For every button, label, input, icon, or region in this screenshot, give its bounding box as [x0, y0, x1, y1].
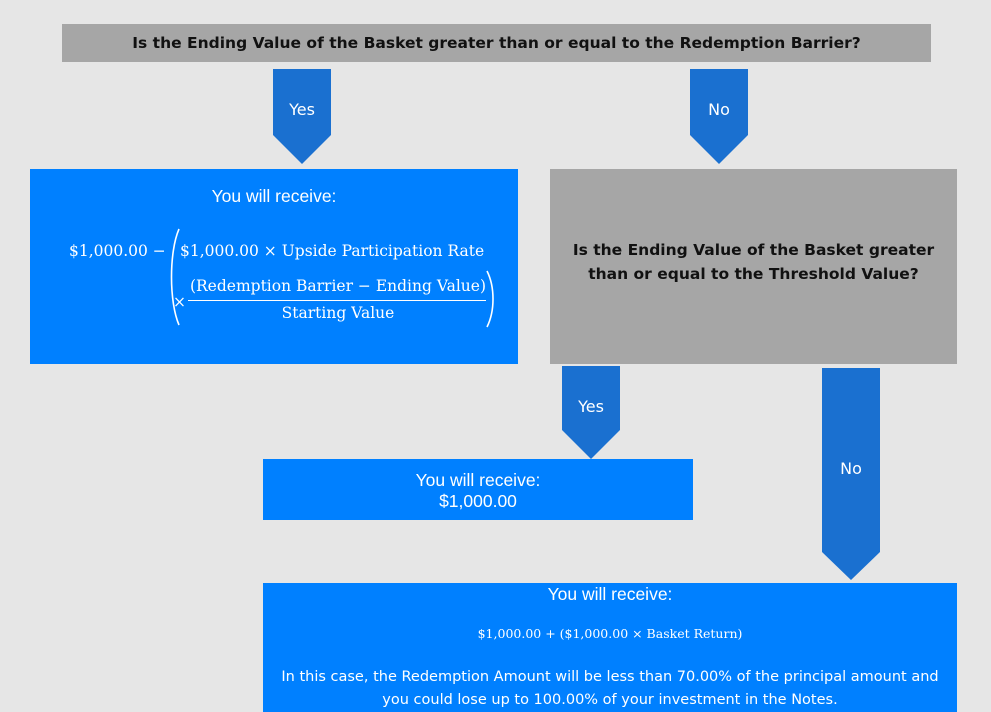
- down-arrow-icon: [822, 368, 880, 580]
- no-label-1: No: [708, 100, 730, 119]
- fraction-denominator: Starting Value: [281, 304, 395, 322]
- fraction-numerator: (Redemption Barrier − Ending Value): [189, 277, 487, 295]
- outcome-title: You will receive:: [211, 186, 337, 206]
- outcome-above-barrier: You will receive: $1,000.00 − $1,000.00 …: [30, 169, 518, 364]
- yes-arrow-2: Yes: [562, 366, 620, 459]
- formula-term: $1,000.00 × Upside Participation Rate: [180, 242, 485, 260]
- yes-label-1: Yes: [289, 100, 315, 119]
- fraction-bar: [188, 300, 486, 301]
- yes-label-2: Yes: [578, 397, 604, 416]
- question-threshold-value: Is the Ending Value of the Basket greate…: [550, 169, 957, 364]
- outcome-note: In this case, the Redemption Amount will…: [281, 669, 939, 708]
- down-arrow-icon: [690, 69, 748, 164]
- yes-arrow-1: Yes: [273, 69, 331, 164]
- down-arrow-icon: [562, 366, 620, 459]
- no-arrow-1: No: [690, 69, 748, 164]
- no-label-2: No: [840, 459, 862, 478]
- outcome-below-threshold: You will receive: $1,000.00 + ($1,000.00…: [263, 583, 957, 712]
- outcome-above-threshold: You will receive: $1,000.00: [263, 459, 693, 520]
- question-threshold-text: Is the Ending Value of the Basket greate…: [572, 240, 935, 283]
- outcome-formula: $1,000.00 + ($1,000.00 × Basket Return): [477, 626, 743, 641]
- outcome-title: You will receive:: [547, 584, 673, 604]
- formula-lead: $1,000.00 −: [69, 242, 166, 260]
- outcome-title: You will receive:: [415, 470, 541, 490]
- no-arrow-2: No: [822, 368, 880, 580]
- outcome-amount: $1,000.00: [439, 491, 517, 511]
- left-paren-icon: [170, 228, 180, 326]
- down-arrow-icon: [273, 69, 331, 164]
- times-symbol: ×: [173, 293, 186, 311]
- right-paren-icon: [486, 270, 494, 328]
- question-redemption-barrier: Is the Ending Value of the Basket greate…: [62, 24, 931, 62]
- question-redemption-barrier-text: Is the Ending Value of the Basket greate…: [132, 34, 861, 52]
